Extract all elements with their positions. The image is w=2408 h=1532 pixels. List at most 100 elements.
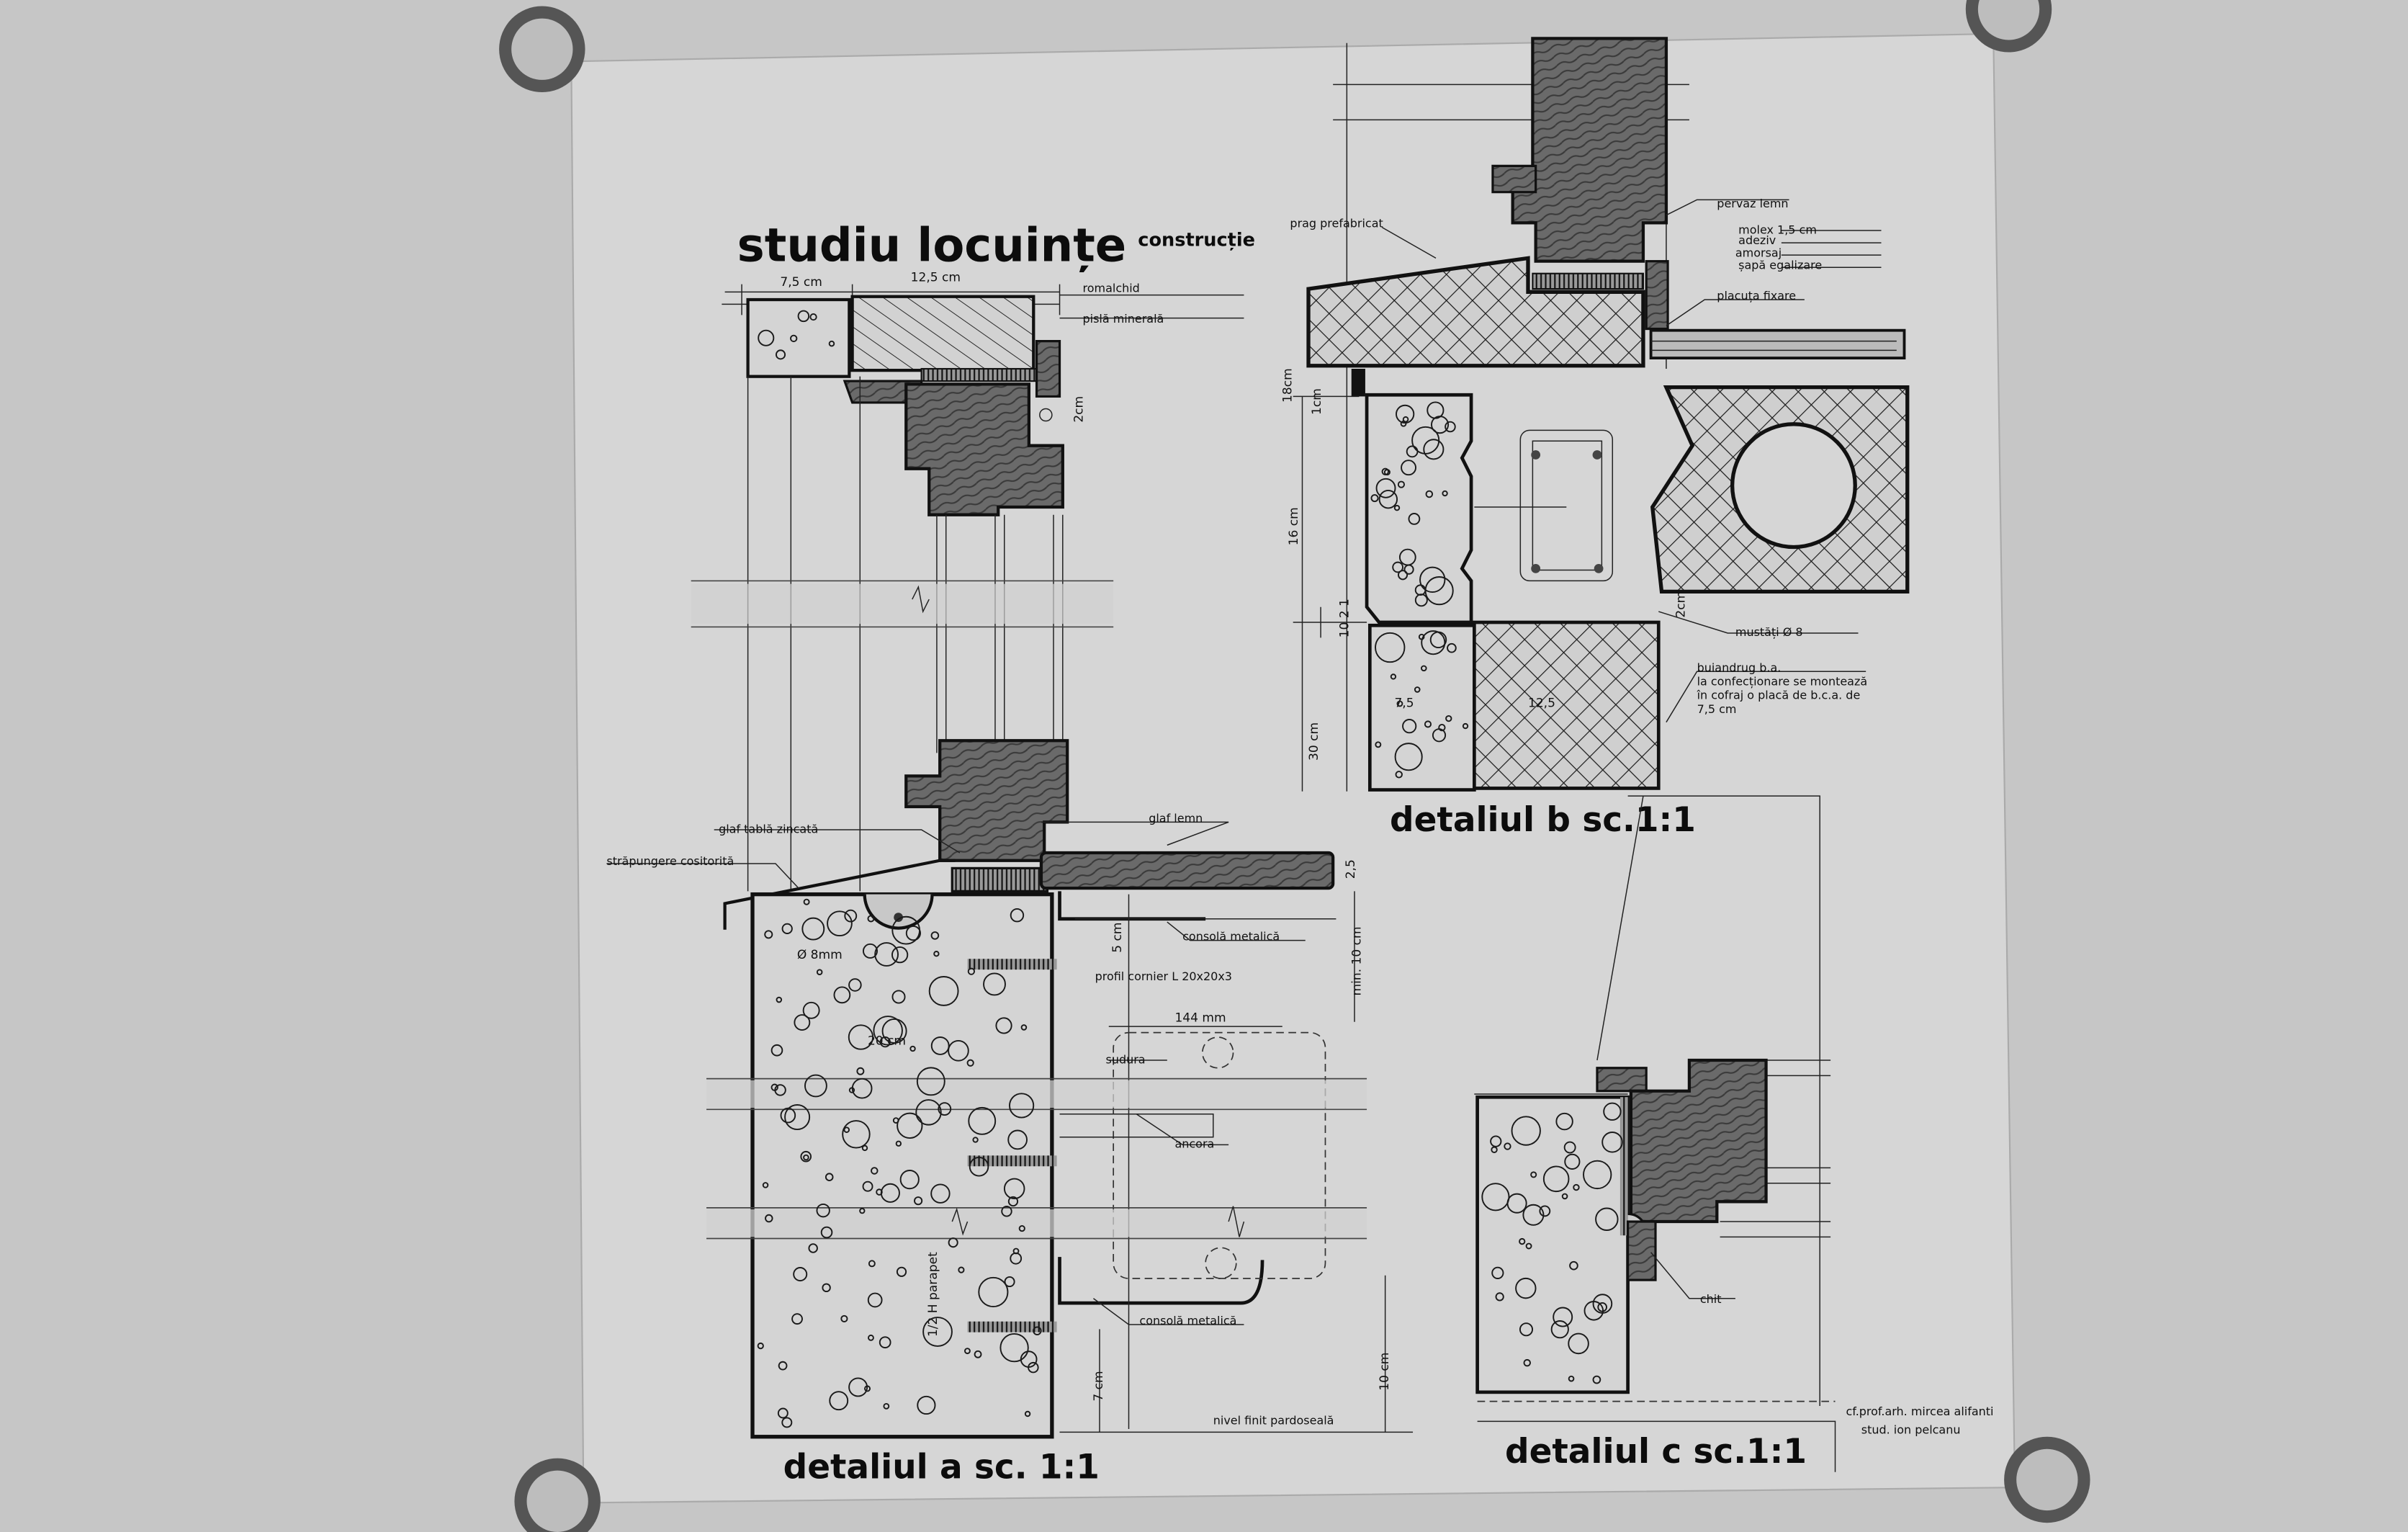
aggregate-bubble xyxy=(797,310,810,323)
aggregate-bubble xyxy=(848,1087,855,1093)
aggregate-bubble xyxy=(899,1170,920,1190)
aggregate-bubble xyxy=(757,1342,764,1350)
aggregate-bubble xyxy=(864,1385,871,1392)
aggregate-bubble xyxy=(958,1266,965,1273)
aggregate-bubble xyxy=(867,1292,883,1308)
aggregate-bubble xyxy=(856,1067,865,1075)
aggregate-bubble xyxy=(930,1183,951,1204)
label-chit: chit xyxy=(1700,1292,1722,1306)
label-pervaz-lemn: pervaz lemn xyxy=(1717,197,1788,210)
aggregate-bubble xyxy=(1595,1207,1619,1231)
aggregate-bubble xyxy=(775,349,786,360)
reinforcement-cage xyxy=(1519,429,1614,582)
aggregate-bubble xyxy=(933,951,940,957)
aggregate-bubble xyxy=(891,990,906,1004)
aggregate-bubble xyxy=(848,978,862,992)
aggregate-bubble xyxy=(771,1044,783,1057)
aggregate-texture xyxy=(757,310,1623,1428)
aggregate-bubble xyxy=(1396,700,1403,707)
caption-detaliul-b: detaliul b sc.1:1 xyxy=(1390,800,1696,840)
aggregate-bubble xyxy=(897,1112,923,1139)
aggregate-bubble xyxy=(1396,404,1415,424)
aggregate-bubble xyxy=(1490,1135,1502,1147)
aggregate-bubble xyxy=(1400,420,1407,427)
aggregate-bubble xyxy=(896,1266,907,1277)
aggregate-bubble xyxy=(803,898,810,905)
dim-label: 12,5 cm xyxy=(911,270,961,285)
aggregate-bubble xyxy=(1009,1093,1035,1119)
wooden-sill xyxy=(1039,851,1335,890)
aggregate-bubble xyxy=(1495,1292,1504,1302)
pushpin-icon xyxy=(1965,0,2052,53)
detail-a: 7,5 cm 12,5 cm romalchid pislă minerală … xyxy=(606,270,1414,1487)
aggregate-bubble xyxy=(1592,1294,1613,1314)
dim-label: 18cm xyxy=(1281,368,1295,403)
dim-label: 10 2 1 xyxy=(1337,599,1352,637)
aggregate-bubble xyxy=(801,917,825,941)
aggregate-bubble xyxy=(1425,490,1434,498)
aggregate-bubble xyxy=(915,1099,942,1126)
aggregate-bubble xyxy=(914,1196,923,1206)
caption-detaliul-a: detaliul a sc. 1:1 xyxy=(783,1447,1100,1487)
aggregate-bubble xyxy=(909,1045,916,1052)
aggregate-bubble xyxy=(781,923,793,934)
dim-label: 5 cm xyxy=(1110,922,1125,952)
aggregate-bubble xyxy=(1403,564,1414,575)
aggregate-bubble xyxy=(791,1313,803,1325)
aggregate-bubble xyxy=(793,1267,808,1282)
aggregate-bubble xyxy=(879,1336,891,1349)
window-frame-c xyxy=(1629,1058,1768,1224)
aggregate-bubble xyxy=(1583,1160,1612,1190)
dim-label: Ø 8mm xyxy=(797,948,843,962)
aggregate-bubble xyxy=(1418,633,1425,640)
aggregate-bubble xyxy=(1020,1350,1038,1368)
screw-anchor xyxy=(967,959,1057,970)
dim-label: 20 cm xyxy=(868,1034,906,1049)
aggregate-bubble xyxy=(1395,771,1403,779)
dim-label: 2cm xyxy=(1674,591,1689,618)
aggregate-bubble xyxy=(758,329,775,346)
aggregate-bubble xyxy=(1530,1171,1537,1178)
aggregate-bubble xyxy=(883,1402,890,1410)
zinc-sheet-sill xyxy=(723,859,956,930)
aggregate-bubble xyxy=(1542,1165,1570,1193)
aggregate-bubble xyxy=(804,1074,827,1098)
aggregate-bubble xyxy=(974,1350,982,1358)
aggregate-bubble xyxy=(790,334,798,343)
dim-label: 2cm xyxy=(1072,396,1087,423)
aggregate-bubble xyxy=(966,1059,974,1067)
aggregate-bubble xyxy=(848,1024,874,1050)
dim-label: min. 10 cm xyxy=(1350,926,1365,995)
aggregate-bubble xyxy=(1481,1183,1510,1211)
aggregate-bubble xyxy=(762,1182,769,1188)
dim-label: 2,5 xyxy=(1344,859,1358,879)
pushpin-icon xyxy=(514,1458,601,1532)
aggregate-bubble xyxy=(1024,1410,1031,1417)
aggregate-bubble xyxy=(871,1167,879,1175)
hatched-insulation xyxy=(850,295,1035,372)
label-amorsaj: amorsaj xyxy=(1735,246,1782,259)
aggregate-bubble xyxy=(1491,1146,1498,1153)
aggregate-bubble xyxy=(771,1083,778,1091)
aggregate-bubble xyxy=(794,1014,811,1031)
concrete-block-b-lower xyxy=(1367,623,1476,792)
aggregate-bubble xyxy=(916,1067,945,1096)
aggregate-bubble xyxy=(1370,494,1379,503)
dim-label: 30 cm xyxy=(1307,722,1321,761)
aggregate-bubble xyxy=(1375,741,1382,748)
dim-label: 1/2 H parapet xyxy=(926,1252,940,1337)
aggregate-bubble xyxy=(1504,1142,1511,1150)
window-frame-upper xyxy=(904,382,1064,516)
dim-label: 12,5 xyxy=(1528,696,1555,710)
aggregate-bubble xyxy=(895,1140,902,1147)
aggregate-bubble xyxy=(1406,445,1419,458)
aggregate-bubble xyxy=(816,1203,830,1218)
aggregate-bubble xyxy=(1421,630,1446,655)
label-strapungere-cositorita: străpungere cositorită xyxy=(606,854,734,868)
aggregate-bubble xyxy=(1020,1024,1028,1031)
aggregate-bubble xyxy=(1601,1132,1623,1153)
aggregate-bubble xyxy=(930,931,940,940)
pushpin-icon xyxy=(2004,1436,2090,1523)
aggregate-bubble xyxy=(1555,1112,1573,1131)
label-ancora: ancora xyxy=(1174,1137,1214,1151)
